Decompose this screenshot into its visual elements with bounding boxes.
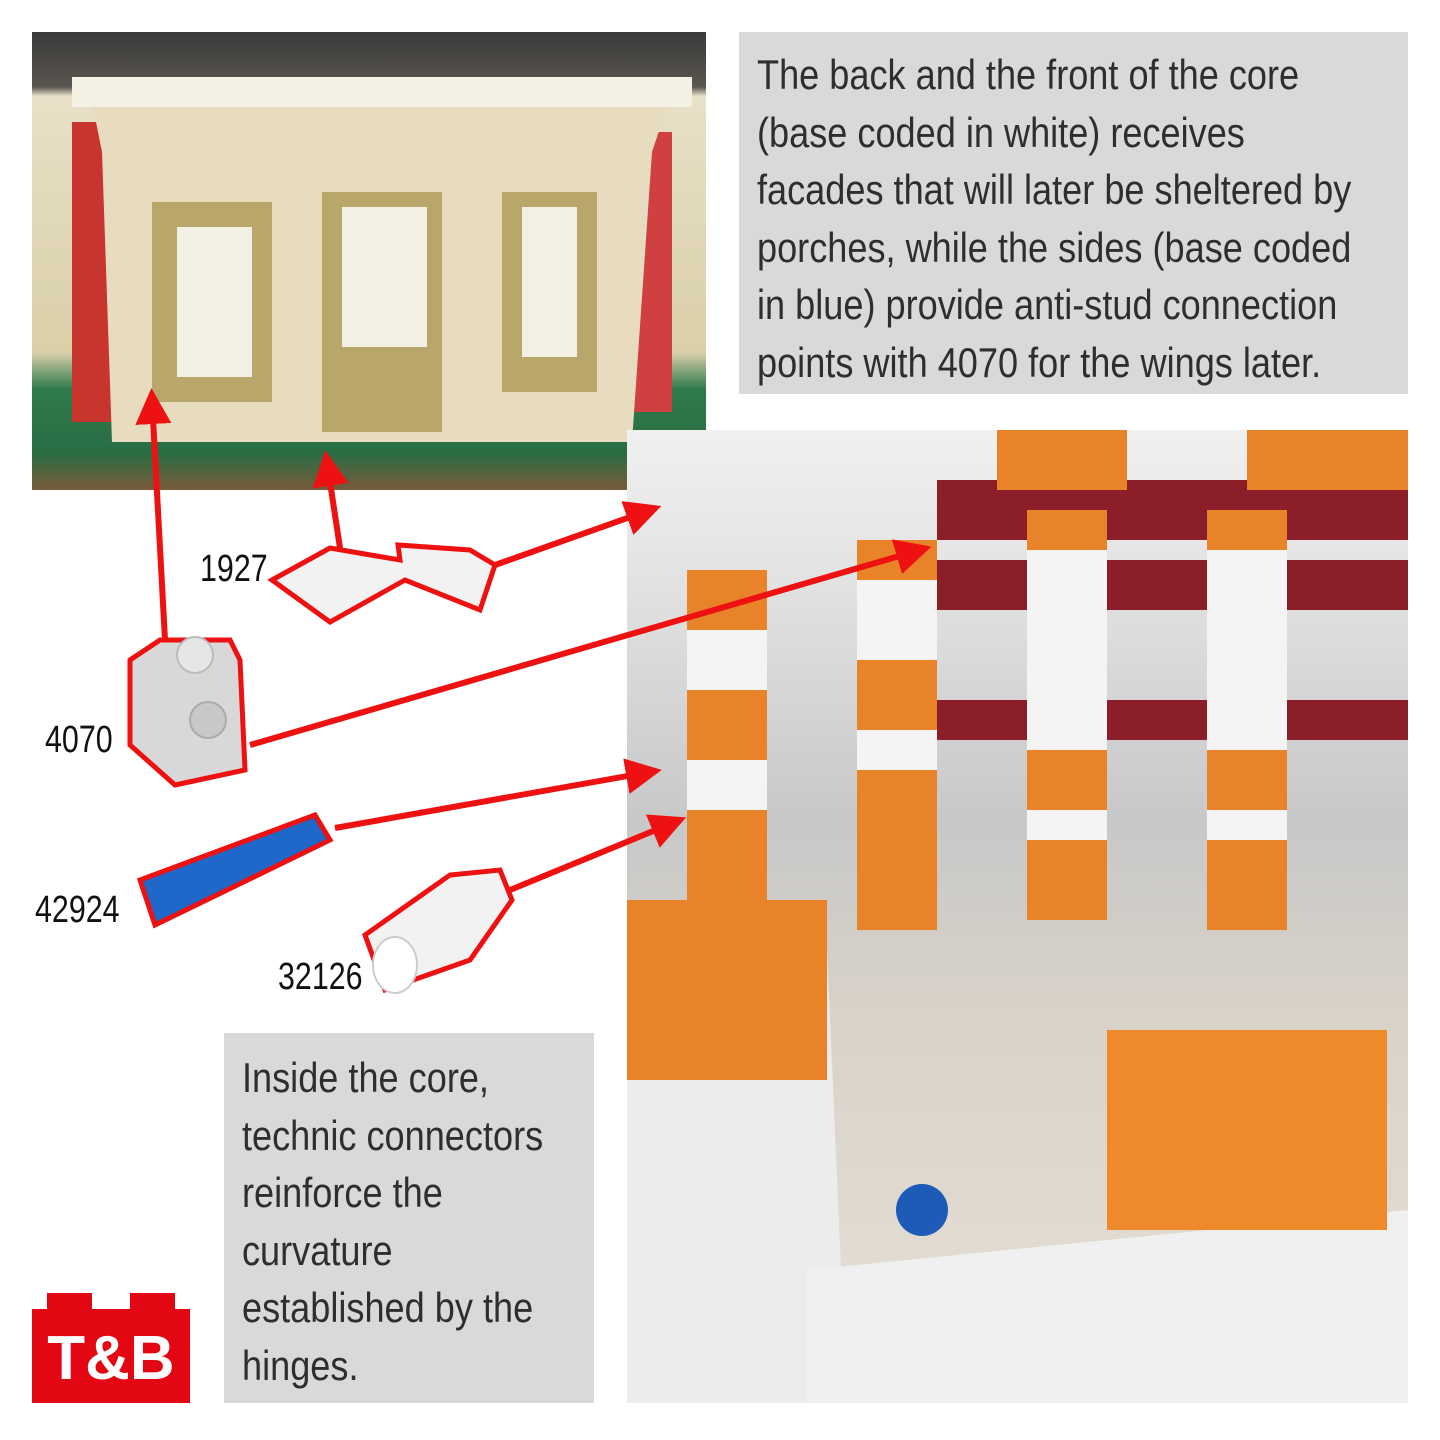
arrow-1927-to-core bbox=[493, 501, 662, 568]
bottom-caption-box: Inside the core, technic connectors rein… bbox=[224, 1033, 594, 1403]
part-label-42924: 42924 bbox=[35, 889, 120, 931]
part-label-32126: 32126 bbox=[278, 956, 363, 998]
part-label-1927: 1927 bbox=[200, 548, 268, 590]
bottom-caption-text: Inside the core, technic connectors rein… bbox=[242, 1054, 544, 1389]
arrow-4070-to-facade bbox=[135, 388, 172, 641]
arrow-32126-to-core bbox=[508, 814, 687, 893]
core-interior-photo bbox=[627, 430, 1408, 1403]
top-caption-box: The back and the front of the core (base… bbox=[739, 32, 1408, 394]
part-4070-brick bbox=[127, 636, 248, 788]
arrow-42924-to-core bbox=[334, 758, 662, 831]
part-42924-blue-pin bbox=[136, 811, 334, 929]
arrow-4070-to-core bbox=[249, 539, 932, 748]
facade-building-illustration bbox=[72, 77, 692, 442]
logo-text: T&B bbox=[47, 1324, 174, 1393]
core-interior-illustration bbox=[627, 430, 1408, 1403]
part-32126-pin-connector bbox=[361, 867, 515, 994]
part-label-4070: 4070 bbox=[45, 719, 113, 761]
top-caption-text: The back and the front of the core (base… bbox=[757, 51, 1352, 386]
facade-photo bbox=[32, 32, 706, 490]
arrow-1927-to-facade bbox=[312, 450, 349, 549]
tb-logo: T&B bbox=[32, 1293, 190, 1403]
part-1927-hinge-plate bbox=[267, 542, 499, 625]
